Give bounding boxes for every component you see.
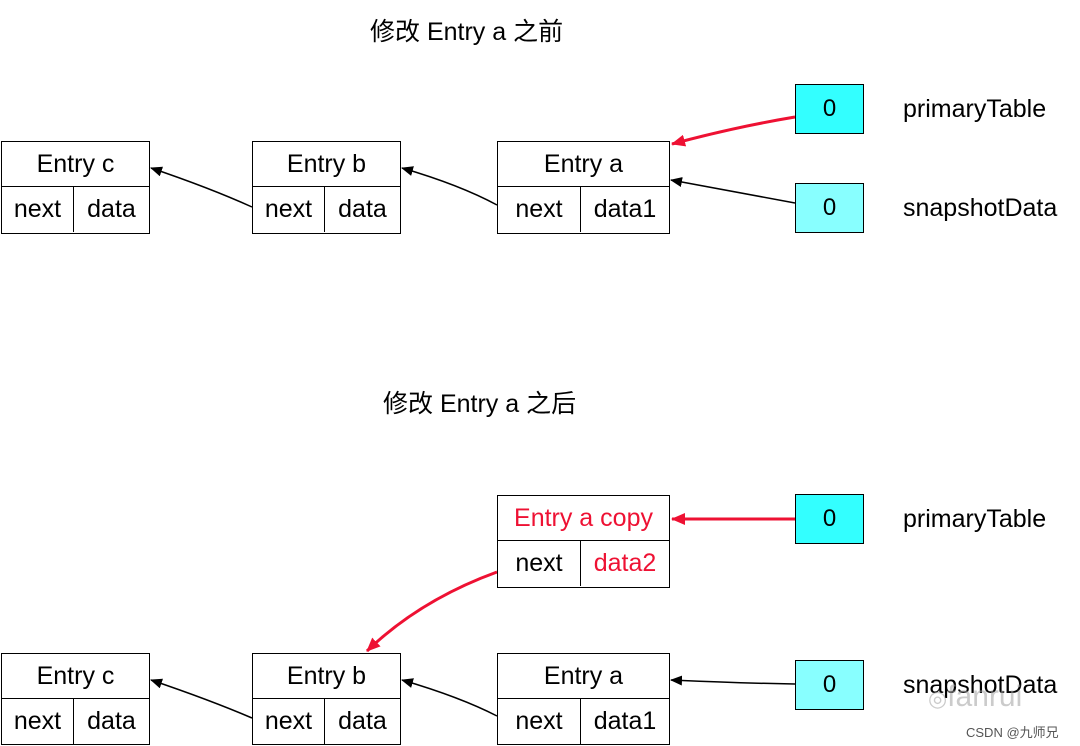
arrow-snapshot-to-entry-a-after <box>670 675 796 686</box>
arrow-entry-copy-to-entry-b <box>365 570 498 653</box>
entry-c-data: data <box>73 187 149 232</box>
primary-table-label-after: primaryTable <box>903 505 1047 533</box>
primary-table-pointer-before: 0 <box>795 84 864 134</box>
entry-b-header: Entry b <box>253 142 400 187</box>
arrow-entry-b-to-entry-c <box>150 166 253 208</box>
entry-a-data: data1 <box>580 699 669 744</box>
arrow-snapshot-to-entry-a <box>670 177 796 204</box>
watermark-logo: ◎fanrui <box>928 680 1022 714</box>
entry-b-next: next <box>264 195 313 223</box>
snapshot-data-label-before: snapshotData <box>903 194 1058 222</box>
primary-table-pointer-after: 0 <box>795 494 864 544</box>
entry-c-next: next <box>13 707 62 735</box>
entry-a-copy-data: data2 <box>580 541 669 586</box>
primary-table-label-before: primaryTable <box>903 95 1047 123</box>
entry-a-header: Entry a <box>498 142 669 187</box>
snapshot-data-pointer-after: 0 <box>795 660 864 710</box>
entry-b-next: next <box>264 707 313 735</box>
entry-b-data: data <box>324 699 400 744</box>
arrow-entry-a-to-entry-b <box>401 166 498 206</box>
entry-c-after: Entry c next data <box>1 653 150 745</box>
entry-a-next: next <box>515 195 563 223</box>
snapshot-data-label-after: snapshotData <box>903 671 1058 699</box>
entry-b-header: Entry b <box>253 654 400 699</box>
entry-a-after: Entry a next data1 <box>497 653 670 745</box>
entry-a-copy-next: next <box>515 549 563 577</box>
entry-b-after: Entry b next data <box>252 653 401 745</box>
entry-a-copy: Entry a copy next data2 <box>497 495 670 588</box>
watermark-credit: CSDN @九师兄 <box>966 725 1059 740</box>
entry-a-data: data1 <box>580 187 669 232</box>
entry-a-next: next <box>515 707 563 735</box>
entry-b-data: data <box>324 187 400 232</box>
arrow-entry-b-to-entry-c-after <box>150 678 253 719</box>
watermark-logo-text: fanrui <box>947 680 1023 713</box>
snapshot-data-pointer-before: 0 <box>795 183 864 233</box>
entry-c-data: data <box>73 699 149 744</box>
arrow-entry-a-to-entry-b-after <box>401 678 498 717</box>
wechat-icon: ◎ <box>928 686 948 711</box>
entry-c-before: Entry c next data <box>1 141 150 234</box>
arrow-primary-to-entry-a <box>671 115 796 147</box>
entry-c-header: Entry c <box>2 654 149 699</box>
after-title: 修改 Entry a 之后 <box>383 390 577 418</box>
before-title: 修改 Entry a 之前 <box>370 18 564 46</box>
entry-a-before: Entry a next data1 <box>497 141 670 234</box>
entry-c-header: Entry c <box>2 142 149 187</box>
entry-b-before: Entry b next data <box>252 141 401 234</box>
entry-a-copy-header: Entry a copy <box>498 496 669 541</box>
entry-c-next: next <box>13 195 62 223</box>
entry-a-header: Entry a <box>498 654 669 699</box>
